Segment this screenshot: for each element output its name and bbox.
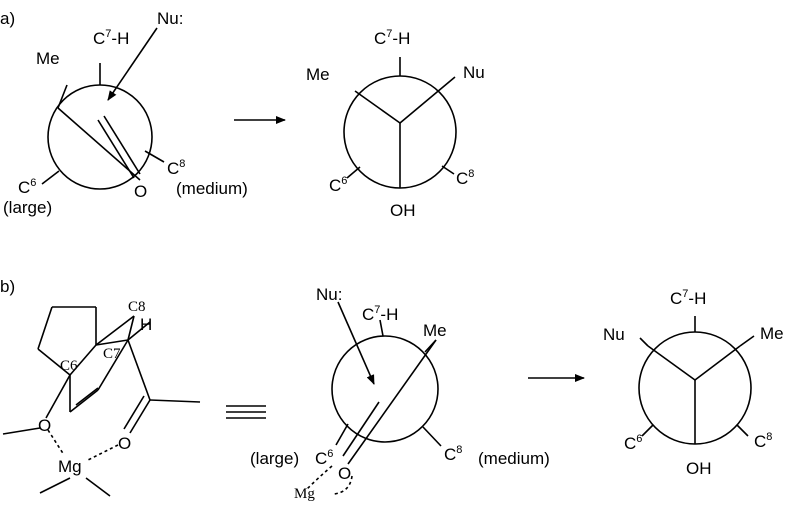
nucleophile-attack-arrow xyxy=(107,27,158,101)
label-me: Me xyxy=(36,49,60,68)
coordination-o-mg xyxy=(47,429,65,456)
bond-mg xyxy=(85,477,111,497)
bond-c7h xyxy=(379,319,384,337)
label-h: H xyxy=(140,315,152,334)
label-nu: Nu xyxy=(463,63,485,82)
coordination-o-mg xyxy=(87,444,119,461)
panel-a-label: a) xyxy=(0,9,15,28)
label-medium: (medium) xyxy=(478,449,550,468)
bond xyxy=(69,344,97,376)
carbonyl-bond-2 xyxy=(123,395,145,430)
bond-me xyxy=(354,90,401,124)
bond-c8 xyxy=(736,424,749,437)
panel-b-reactant-newman: Nu: C7-H Me (large) C6 O C8 (medium) Mg xyxy=(250,285,550,502)
panel-b-label: b) xyxy=(0,277,15,296)
bond-c7-h xyxy=(127,321,151,341)
label-oh: OH xyxy=(686,459,712,478)
bond-alkene-2b xyxy=(75,387,99,406)
bond-alkene-2 xyxy=(69,389,99,413)
bond-c6 xyxy=(641,424,654,437)
label-nu: Nu xyxy=(603,325,625,344)
bond-nu-stub xyxy=(639,337,649,347)
label-mg: Mg xyxy=(58,457,82,476)
label-c7h: C7-H xyxy=(93,28,129,48)
bond xyxy=(95,315,135,346)
label-me: Me xyxy=(760,324,784,343)
label-c8: C8 xyxy=(754,431,772,451)
label-large: (large) xyxy=(250,449,299,468)
label-c8: C8 xyxy=(167,158,185,178)
label-o: O xyxy=(118,434,131,453)
panel-b: b) C8 H C xyxy=(0,277,784,502)
bond xyxy=(37,348,71,376)
label-o: O xyxy=(338,464,351,483)
bond-c6 xyxy=(335,423,349,446)
carbonyl-bond xyxy=(342,401,380,457)
label-o: O xyxy=(38,416,51,435)
bond-c6 xyxy=(346,166,361,179)
bond-me xyxy=(57,107,141,181)
bond-nu xyxy=(647,345,696,381)
label-c6: C6 xyxy=(315,448,333,468)
bond xyxy=(127,315,135,341)
bond xyxy=(97,339,129,391)
bond-me xyxy=(694,345,741,381)
bond-c8 xyxy=(144,150,165,163)
bond-methyl xyxy=(149,399,201,403)
label-mg: Mg xyxy=(294,486,315,502)
label-nu-colon: Nu: xyxy=(316,285,342,304)
bond-c8 xyxy=(441,165,455,175)
bond-o-me xyxy=(2,427,41,435)
label-nu-colon: Nu: xyxy=(157,9,183,28)
panel-b-chelate-structure: C8 H C7 C6 O O Mg xyxy=(2,299,201,497)
label-medium: (medium) xyxy=(176,179,248,198)
panel-b-product-newman: C7-H Nu Me C6 C8 OH xyxy=(603,288,784,478)
coordination-o-mg xyxy=(333,475,353,495)
newman-circle xyxy=(47,84,153,190)
label-c6: C6 xyxy=(60,358,78,374)
label-c8: C8 xyxy=(444,444,462,464)
label-c6: C6 xyxy=(624,433,642,453)
panel-a-product-newman: Me C7-H Nu C6 C8 OH xyxy=(306,28,485,220)
panel-a-reactant-newman: Me C7-H Nu: C6 (large) C8 (medium) O xyxy=(3,9,248,217)
carbonyl-bond-1 xyxy=(129,399,151,434)
carbonyl-bond-1 xyxy=(97,119,135,179)
bond-nu xyxy=(399,76,456,124)
label-o: O xyxy=(134,182,147,201)
bond-mg xyxy=(39,477,71,494)
label-oh: OH xyxy=(390,201,416,220)
label-c7: C7 xyxy=(103,346,121,362)
equivalence-sign xyxy=(226,405,266,419)
label-me: Me xyxy=(306,65,330,84)
label-c7h: C7-H xyxy=(362,304,398,324)
bond-me-carbonyl xyxy=(347,339,437,465)
label-me: Me xyxy=(423,321,447,340)
label-c8: C8 xyxy=(128,299,146,315)
label-c7h: C7-H xyxy=(670,288,706,308)
bond-c6-o xyxy=(45,374,71,419)
label-c8: C8 xyxy=(456,168,474,188)
nucleophile-attack-arrow xyxy=(337,301,375,385)
newman-circle xyxy=(331,335,439,443)
label-c6: C6 xyxy=(18,177,36,197)
bond-c6 xyxy=(41,170,60,185)
bond xyxy=(37,306,53,350)
label-c7h: C7-H xyxy=(374,28,410,48)
bond-me-stub xyxy=(57,84,68,109)
coordination-c6-mg xyxy=(305,465,333,491)
carbonyl-bond-2 xyxy=(103,115,141,175)
label-large: (large) xyxy=(3,198,52,217)
bond xyxy=(95,339,129,346)
panel-a: a) Me C7-H Nu: C6 (large) C8 (medium) O xyxy=(0,9,485,220)
bond-me-stub xyxy=(739,335,755,347)
label-c6: C6 xyxy=(329,175,347,195)
bond-c8 xyxy=(422,426,442,447)
bond-c7-acyl xyxy=(127,339,151,401)
